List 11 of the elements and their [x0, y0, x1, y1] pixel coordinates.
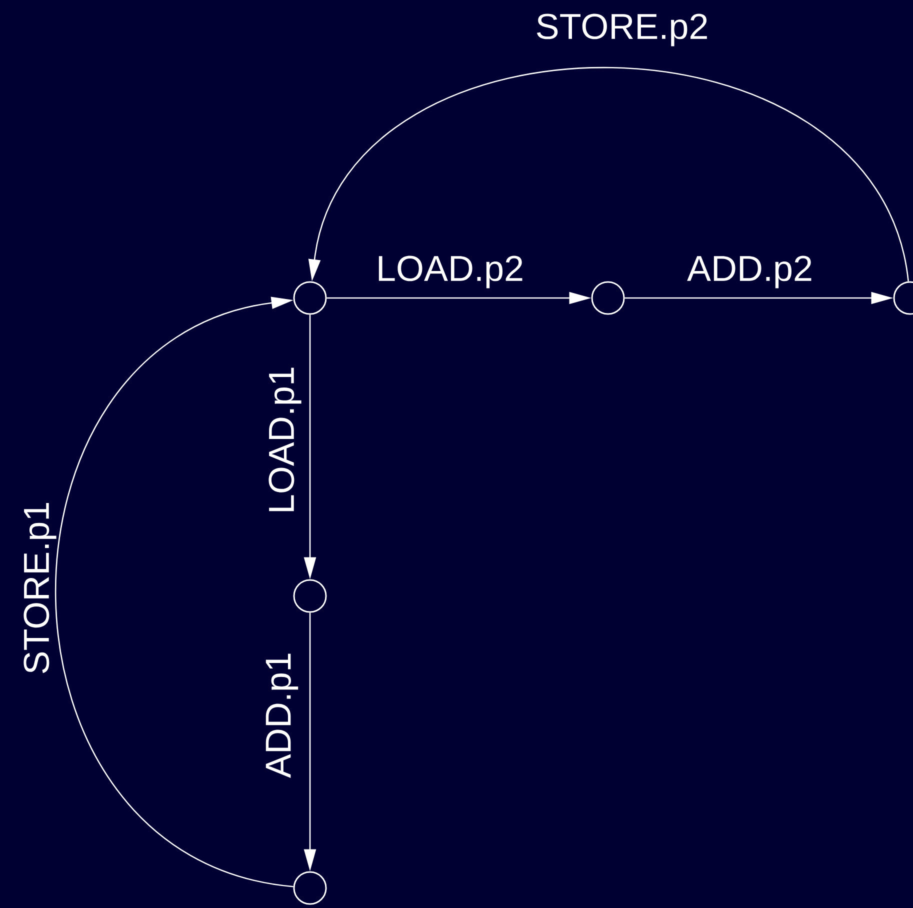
state-circle	[591, 281, 625, 315]
edge-label: ADD.p2	[687, 256, 812, 288]
edge-label: STORE.p1	[24, 503, 56, 674]
state-circle	[293, 579, 327, 613]
arrow	[55, 296, 294, 888]
edge-label: STORE.p2	[536, 14, 707, 46]
edge-label: LOAD.p2	[378, 256, 522, 288]
edge-label: ADD.p1	[266, 654, 298, 778]
state-circle	[293, 281, 327, 315]
state-circle	[293, 871, 327, 905]
edge-label: LOAD.p1	[268, 368, 302, 512]
